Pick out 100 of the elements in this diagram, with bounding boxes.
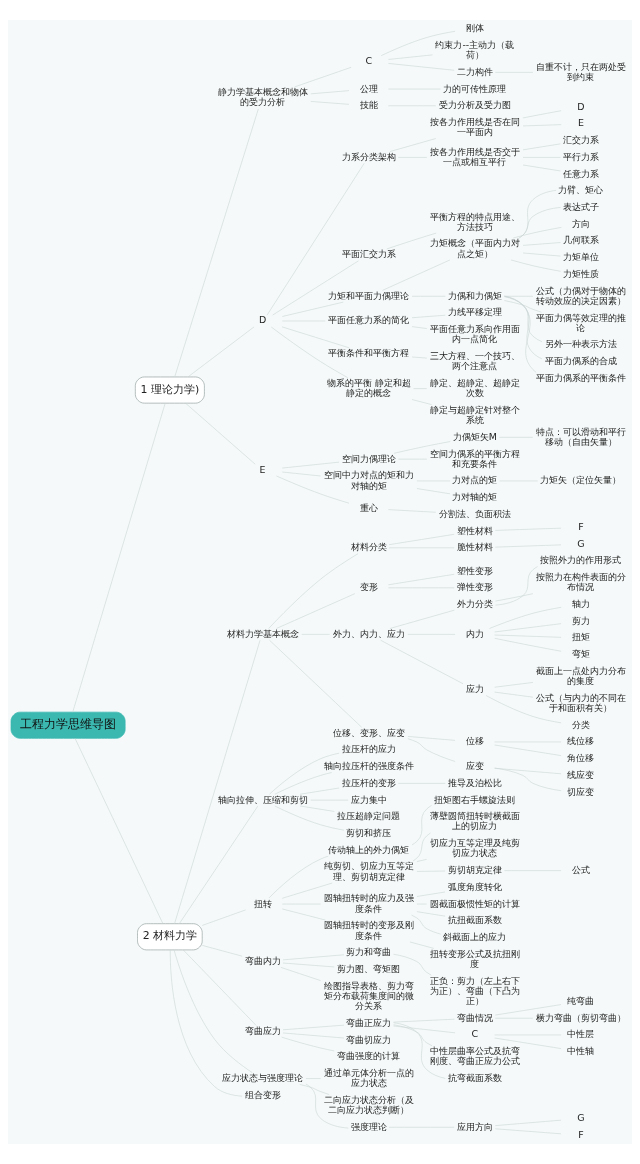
node-text: 弯曲切应力 bbox=[346, 1033, 392, 1045]
node-text: 二力构件 bbox=[456, 65, 493, 77]
node-text: 脆性材料 bbox=[456, 541, 493, 553]
node-text: 材料分类 bbox=[350, 541, 387, 553]
node-text: 空间力偶系的平衡方程和充要条件 bbox=[429, 447, 520, 469]
node-text: 横力弯曲（剪切弯曲） bbox=[536, 1011, 627, 1023]
node-text: 外力、内力、应力 bbox=[332, 627, 405, 639]
node-text: 自重不计，只在两处受到约束 bbox=[536, 60, 627, 82]
connector bbox=[272, 260, 359, 316]
connector bbox=[518, 207, 561, 239]
connector bbox=[280, 967, 321, 981]
node-text: 通过单元体分析一点的应力状态 bbox=[323, 1066, 414, 1089]
node-text: 弯曲强度的计算 bbox=[337, 1050, 401, 1062]
connector bbox=[416, 911, 446, 917]
node-text: 绘图指导表格、剪力弯矩分布载荷集度间的微分关系 bbox=[323, 979, 414, 1012]
connector bbox=[495, 566, 538, 606]
node-text: 平衡方程的特点用途、方法技巧 bbox=[429, 210, 520, 232]
node-text: 平面任意力系的简化 bbox=[328, 314, 410, 326]
connector bbox=[510, 259, 561, 272]
node-text: 位移 bbox=[465, 735, 484, 747]
connector bbox=[494, 691, 534, 698]
connector bbox=[522, 164, 561, 172]
node-text: 按各力作用线是否交于一点或相互平行 bbox=[429, 145, 520, 167]
connector bbox=[74, 738, 164, 924]
node-text: 扭矩 bbox=[572, 631, 591, 643]
node-text: 位移、变形、应变 bbox=[332, 726, 405, 738]
connector bbox=[416, 488, 451, 495]
node-text: F bbox=[578, 1128, 584, 1140]
connector bbox=[72, 403, 166, 713]
node-text: 受力分析及受力图 bbox=[438, 99, 511, 111]
node-text: 公式 bbox=[572, 864, 591, 876]
connector bbox=[281, 301, 344, 317]
connector bbox=[382, 259, 451, 291]
node-text: 另外一种表示方法 bbox=[545, 338, 618, 350]
node-text: 强度理论 bbox=[350, 1120, 387, 1132]
node-text: 分割法、负面积法 bbox=[438, 507, 511, 519]
connector bbox=[268, 855, 329, 899]
connector bbox=[489, 607, 562, 629]
node-text: 平面力偶系的平衡条件 bbox=[536, 371, 627, 383]
node-text: 拉压杆的变形 bbox=[341, 776, 396, 788]
connector bbox=[522, 110, 562, 119]
node-text: 表达式子 bbox=[563, 201, 600, 213]
connector bbox=[269, 639, 362, 728]
connector bbox=[485, 695, 562, 724]
node-text: 约束力--主动力（载荷） bbox=[435, 38, 515, 61]
node-text: 轴力 bbox=[572, 598, 591, 610]
node-text: 力偶和力偶矩 bbox=[447, 289, 502, 301]
node-box: 工程力学思维导图 bbox=[10, 711, 126, 739]
connector bbox=[281, 461, 340, 469]
node-text: 力系分类架构 bbox=[341, 150, 396, 162]
connector bbox=[411, 805, 432, 846]
connector bbox=[389, 609, 455, 629]
node-text: G bbox=[577, 537, 585, 549]
node-text: 力矩单位 bbox=[563, 251, 600, 263]
node-text: 塑性材料 bbox=[456, 524, 493, 536]
node-text: 平行力系 bbox=[563, 150, 600, 162]
node-text: 力对点的矩 bbox=[452, 474, 498, 486]
connector bbox=[407, 736, 456, 741]
node-text: 应力状态与强度理论 bbox=[222, 1072, 304, 1084]
connector bbox=[504, 296, 543, 343]
connector bbox=[522, 143, 561, 151]
node-text: 剪切胡克定律 bbox=[447, 864, 502, 876]
connector bbox=[388, 63, 455, 71]
node-text: 组合变形 bbox=[244, 1088, 281, 1100]
connector bbox=[173, 949, 253, 1073]
node-text: 剪力 bbox=[572, 614, 591, 626]
node-text: 力矩和平面力偶理论 bbox=[328, 289, 410, 301]
connector bbox=[281, 908, 326, 921]
node-text: 中性轴 bbox=[567, 1045, 595, 1057]
connector bbox=[386, 232, 437, 250]
connector bbox=[411, 914, 441, 935]
connector bbox=[201, 909, 246, 926]
node-text: 剪切和挤压 bbox=[346, 827, 392, 839]
connector bbox=[412, 832, 431, 862]
connector bbox=[409, 941, 435, 949]
connector bbox=[276, 475, 350, 504]
node-text: 纯剪切、切应力互等定理、剪切胡克定律 bbox=[323, 860, 414, 882]
node-text: 应力集中 bbox=[350, 793, 387, 805]
connector bbox=[504, 300, 542, 313]
node-text: 变形 bbox=[359, 581, 378, 593]
connector bbox=[389, 138, 437, 152]
node-text: 塑性变形 bbox=[456, 564, 493, 576]
node-text: 内力 bbox=[465, 627, 484, 639]
connector bbox=[416, 891, 446, 897]
connector bbox=[495, 1119, 562, 1126]
node-text: 二向应力状态分析（及二向应力状态判断） bbox=[323, 1093, 414, 1116]
node-text: 弯曲正应力 bbox=[346, 1016, 392, 1028]
node-text: G bbox=[577, 1112, 585, 1124]
connector bbox=[282, 962, 335, 968]
connector bbox=[504, 295, 543, 360]
connector bbox=[274, 772, 332, 795]
connector bbox=[380, 639, 464, 684]
connector bbox=[494, 767, 562, 791]
connector bbox=[282, 1032, 345, 1039]
node-text: 公式（力偶对于物体的转动效应的决定因素） bbox=[536, 284, 627, 306]
connector bbox=[183, 949, 257, 1026]
node-text: 圆轴扭转时的变形及刚度条件 bbox=[323, 919, 414, 941]
connector bbox=[185, 402, 256, 465]
node-text: 纯弯曲 bbox=[567, 994, 595, 1006]
node-text: 剪力和弯曲 bbox=[346, 946, 392, 958]
